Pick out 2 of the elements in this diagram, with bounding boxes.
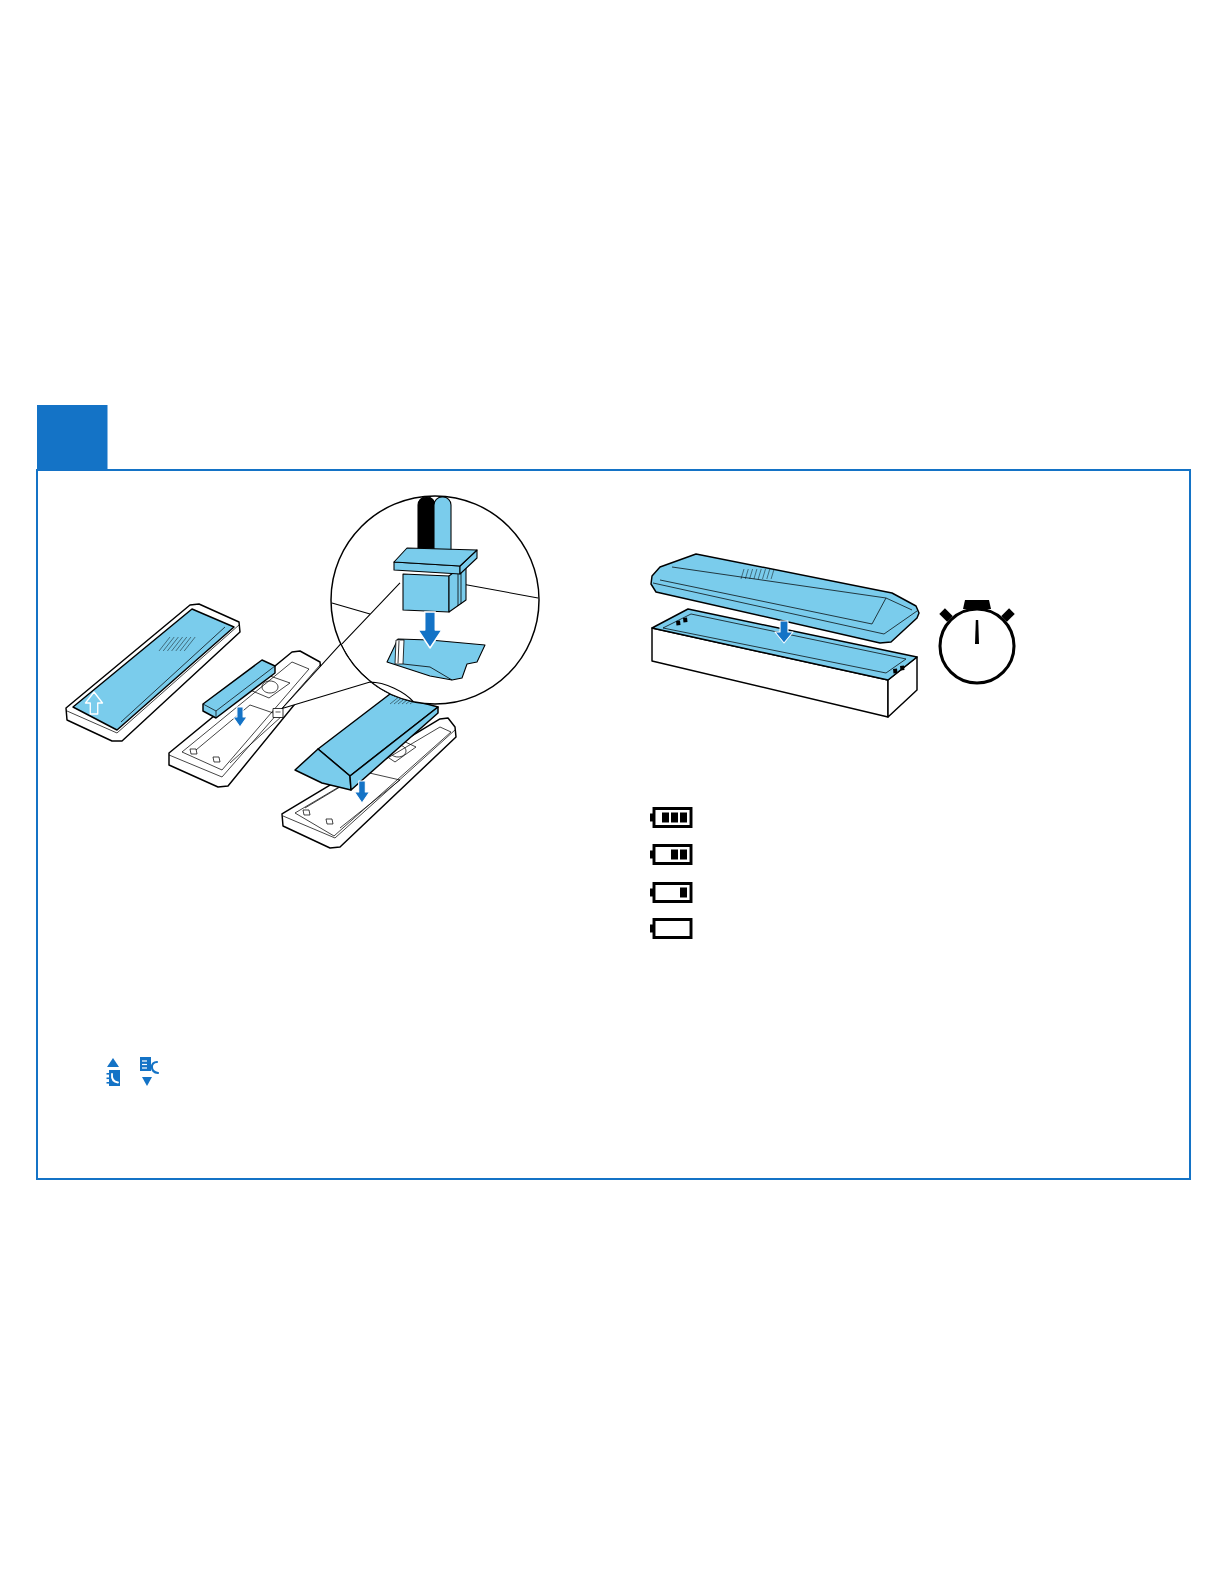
- battery-connector: [272, 708, 284, 718]
- zoom-callout: [281, 643, 414, 710]
